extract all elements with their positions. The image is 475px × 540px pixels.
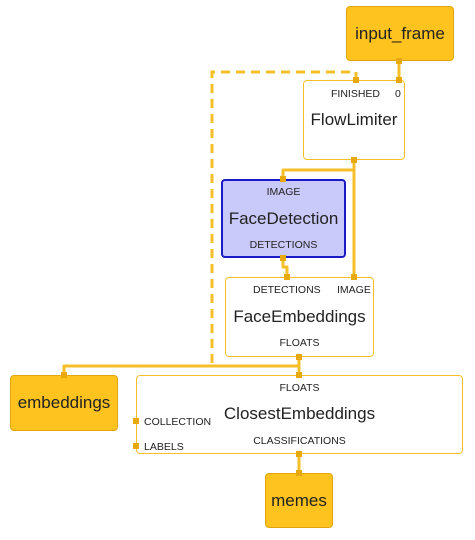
memes-node[interactable]: memes — [265, 473, 333, 528]
faceembeddings-node[interactable]: DETECTIONS IMAGE FaceEmbeddings FLOATS — [225, 277, 374, 357]
memes-label: memes — [271, 490, 327, 510]
closestembeddings-output-port-classifications[interactable] — [296, 451, 302, 457]
facedetection-input-port-image[interactable] — [280, 176, 286, 182]
flowlimiter-input-port-zero[interactable] — [396, 77, 402, 83]
closestembeddings-input-port-floats[interactable] — [296, 372, 302, 378]
edge-flowlimiter-to-facedetection — [281, 160, 356, 179]
closestembeddings-node[interactable]: FLOATS COLLECTION ClosestEmbeddings LABE… — [136, 375, 463, 454]
facedetection-node[interactable]: IMAGE FaceDetection DETECTIONS — [221, 179, 346, 258]
closestembeddings-input-port-labels[interactable] — [133, 443, 139, 449]
faceembeddings-input-port-detections[interactable] — [284, 274, 290, 280]
edge-faceembeddings-to-embeddings — [62, 357, 301, 375]
memes-input-port[interactable] — [296, 470, 302, 476]
flowlimiter-output-port[interactable] — [351, 157, 357, 163]
closestembeddings-label: ClosestEmbeddings — [223, 404, 376, 423]
facedetection-port-image: IMAGE — [266, 186, 301, 198]
input-frame-node[interactable]: input_frame — [346, 6, 454, 61]
flowlimiter-label: FlowLimiter — [310, 110, 398, 129]
embeddings-label: embeddings — [17, 393, 111, 412]
input-frame-output-port[interactable] — [396, 58, 402, 64]
closestembeddings-port-classifications: CLASSIFICATIONS — [253, 435, 346, 447]
facedetection-output-port-detections[interactable] — [280, 255, 286, 261]
embeddings-node[interactable]: embeddings — [10, 375, 118, 431]
faceembeddings-port-detections: DETECTIONS — [253, 284, 321, 296]
flowlimiter-port-zero: 0 — [395, 88, 401, 100]
faceembeddings-label: FaceEmbeddings — [233, 307, 366, 326]
closestembeddings-port-collection: COLLECTION — [144, 416, 212, 428]
closestembeddings-port-floats: FLOATS — [279, 382, 320, 394]
flowlimiter-node[interactable]: FINISHED 0 FlowLimiter — [303, 80, 405, 160]
flowlimiter-input-port-finished[interactable] — [353, 77, 359, 83]
faceembeddings-port-floats: FLOATS — [279, 337, 320, 349]
closestembeddings-input-port-collection[interactable] — [133, 418, 139, 424]
input-frame-label: input_frame — [355, 23, 445, 43]
closestembeddings-port-labels: LABELS — [144, 441, 184, 453]
embeddings-input-port[interactable] — [61, 372, 67, 378]
faceembeddings-input-port-image[interactable] — [351, 274, 357, 280]
facedetection-port-detections: DETECTIONS — [249, 239, 318, 251]
faceembeddings-output-port-floats[interactable] — [296, 354, 302, 360]
facedetection-label: FaceDetection — [228, 209, 339, 228]
flowlimiter-port-finished: FINISHED — [331, 88, 381, 100]
faceembeddings-port-image: IMAGE — [337, 284, 371, 296]
